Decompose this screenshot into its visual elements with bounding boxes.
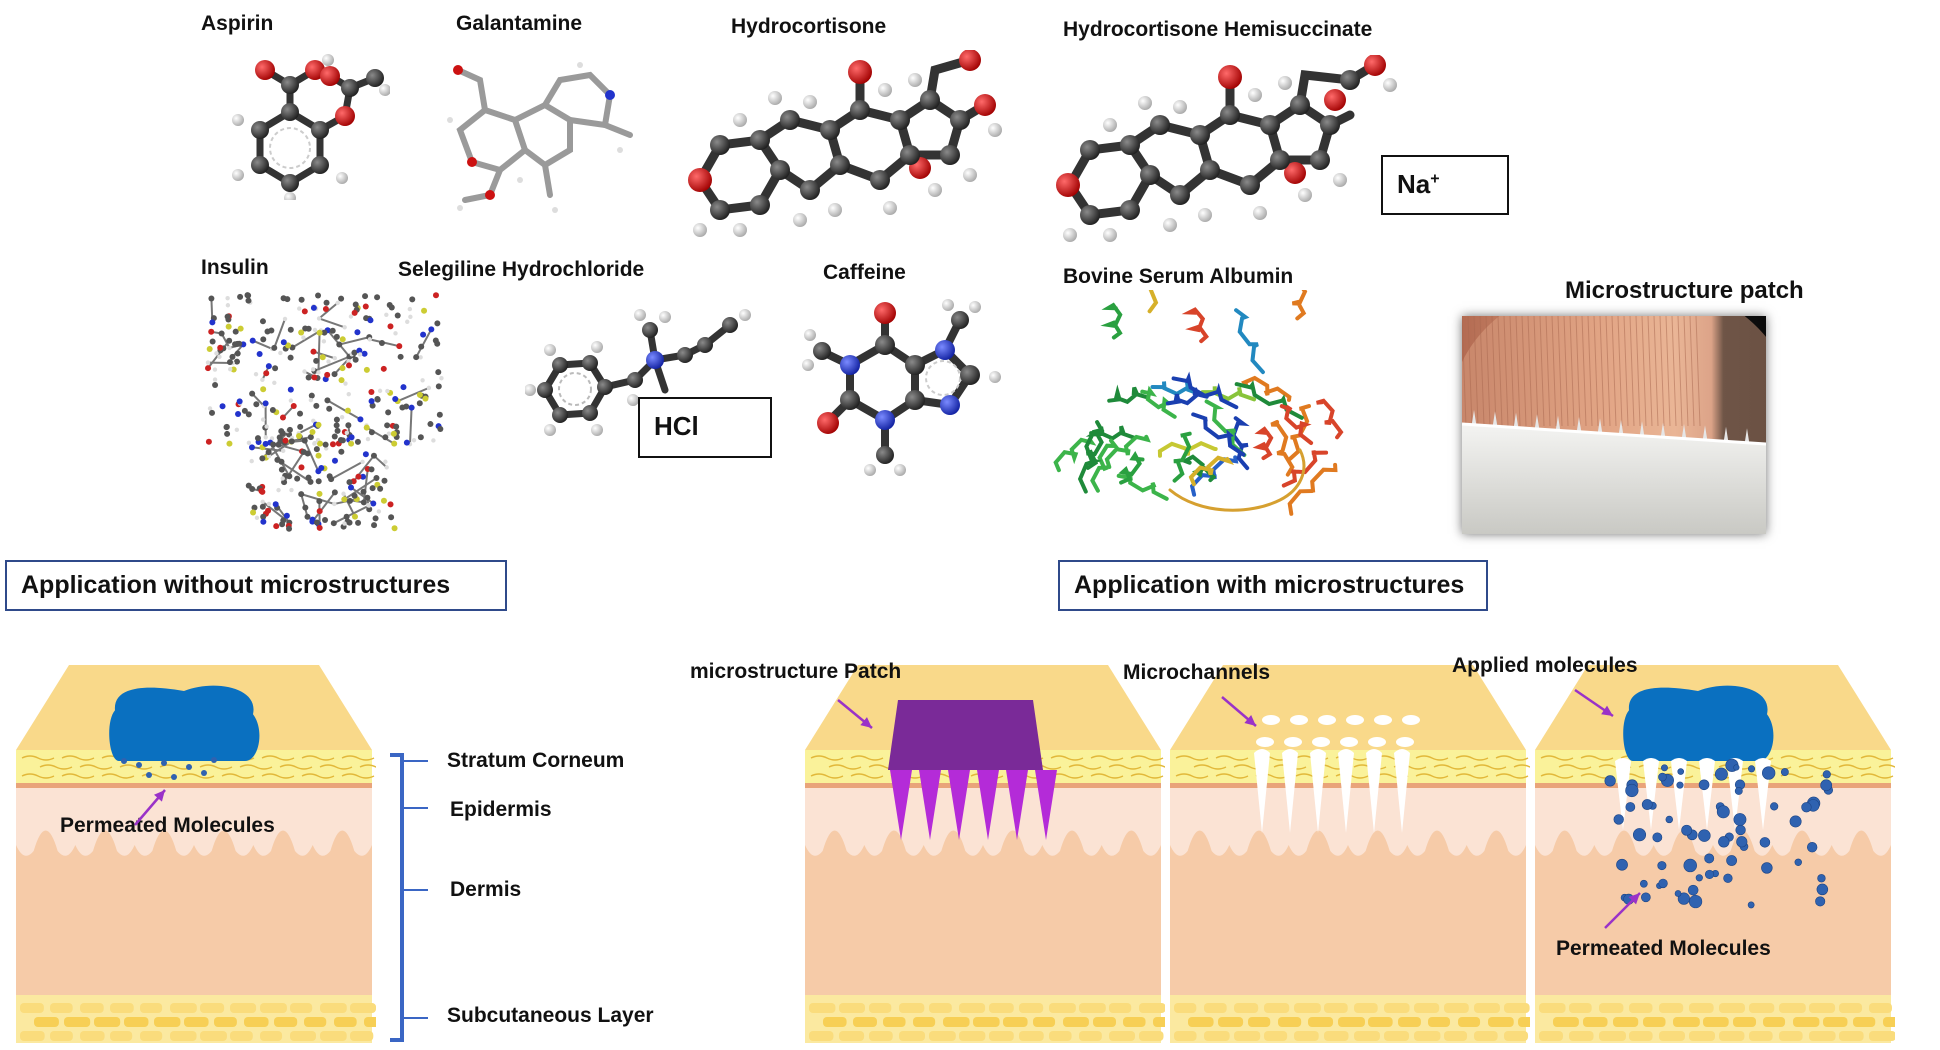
insulin-structure-image (205, 292, 444, 532)
skin-panel-microstructure-patch (805, 665, 1165, 1043)
label-hydrocortisone-hemisuccinate: Hydrocortisone Hemisuccinate (1063, 18, 1373, 41)
layer-label-dermis: Dermis (450, 878, 522, 901)
label-aspirin: Aspirin (201, 12, 274, 35)
microstructure-patch-photo (1462, 316, 1766, 534)
aspirin-structure-image (232, 54, 390, 200)
skin-panel-microchannels (1170, 665, 1530, 1043)
label-selegiline: Selegiline Hydrochloride (398, 258, 645, 281)
skin-panel-without-microstructures (16, 665, 376, 1043)
skin-panel-applied-molecules (1535, 665, 1895, 1043)
hydrocortisone-hemisuccinate-structure-image (1056, 55, 1397, 242)
hydrocortisone-structure-image (688, 50, 1002, 237)
bovine-serum-albumin-structure-image (1053, 290, 1344, 516)
label-insulin: Insulin (201, 256, 269, 279)
label-hydrocortisone: Hydrocortisone (731, 15, 887, 38)
caffeine-structure-image (802, 299, 1001, 476)
annotation-microstructure-patch: microstructure Patch (690, 660, 902, 683)
sodium-counterion-box: Na+ (1381, 155, 1509, 215)
skin-layer-bracket (390, 753, 428, 1042)
hcl-counterion-box: HCl (638, 397, 772, 458)
layer-label-epidermis: Epidermis (450, 798, 552, 821)
sodium-label: Na+ (1397, 169, 1440, 199)
layer-label-subcutaneous: Subcutaneous Layer (447, 1004, 654, 1027)
annotation-permeated-molecules-left: Permeated Molecules (60, 814, 275, 837)
annotation-permeated-molecules-right: Permeated Molecules (1556, 937, 1771, 960)
microstructure-patch-photo-title: Microstructure patch (1565, 277, 1804, 304)
section-header-with-microstructures: Application with microstructures (1058, 560, 1488, 611)
label-bovine-serum-albumin: Bovine Serum Albumin (1063, 265, 1294, 288)
hcl-label: HCl (654, 411, 699, 441)
label-galantamine: Galantamine (456, 12, 583, 35)
layer-label-stratum-corneum: Stratum Corneum (447, 749, 625, 772)
section-header-without-microstructures: Application without microstructures (5, 560, 507, 611)
galantamine-structure-image (447, 62, 633, 213)
label-caffeine: Caffeine (823, 261, 906, 284)
annotation-microchannels: Microchannels (1123, 661, 1271, 684)
annotation-applied-molecules: Applied molecules (1452, 654, 1638, 677)
selegiline-structure-image (525, 309, 751, 436)
